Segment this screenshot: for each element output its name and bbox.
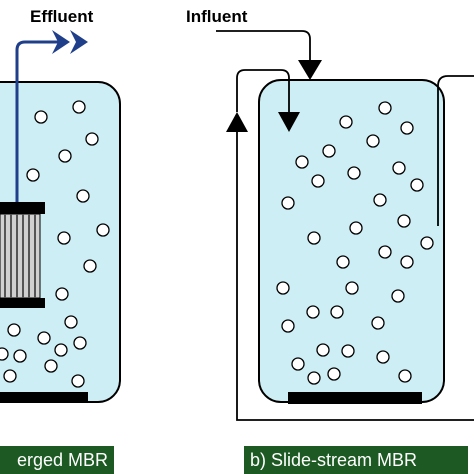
bubble-icon	[276, 281, 290, 295]
effluent-label: Effluent	[30, 7, 94, 26]
bubble-icon	[291, 357, 305, 371]
bubbles-b	[276, 101, 434, 385]
bubble-icon	[281, 319, 295, 333]
bubble-icon	[397, 214, 411, 228]
bubble-icon	[391, 289, 405, 303]
bubble-icon	[85, 132, 99, 146]
bubble-icon	[376, 350, 390, 364]
bubble-icon	[316, 343, 330, 357]
bubble-icon	[44, 359, 58, 373]
bubble-icon	[371, 316, 385, 330]
bubble-icon	[322, 144, 336, 158]
recirculation-inlet-pipe	[236, 69, 290, 112]
bubble-icon	[330, 305, 344, 319]
bubble-icon	[373, 193, 387, 207]
bubble-icon	[366, 134, 380, 148]
bubble-icon	[96, 223, 110, 237]
bubble-icon	[71, 374, 85, 388]
bubble-icon	[37, 331, 51, 345]
bubble-icon	[307, 231, 321, 245]
bubble-icon	[26, 168, 40, 182]
aerator-b-icon	[288, 392, 422, 404]
bubble-icon	[311, 174, 325, 188]
bubbles-a	[0, 100, 110, 388]
membrane-module-icon	[0, 202, 45, 308]
bubble-icon	[83, 259, 97, 273]
withdrawal-pipe	[437, 75, 474, 226]
bubble-icon	[392, 161, 406, 175]
influent-pipe	[216, 30, 311, 62]
bubble-icon	[378, 101, 392, 115]
bubble-icon	[7, 323, 21, 337]
bubble-icon	[34, 110, 48, 124]
bubble-icon	[336, 255, 350, 269]
bubble-icon	[420, 236, 434, 250]
bubble-icon	[349, 221, 363, 235]
bubble-icon	[72, 100, 86, 114]
bubble-icon	[55, 287, 69, 301]
tank-a: Effluent	[0, 7, 121, 403]
bubble-icon	[339, 115, 353, 129]
bubble-icon	[341, 344, 355, 358]
bubble-icon	[295, 155, 309, 169]
recirculation-loop-pipe	[236, 132, 474, 421]
recirculation-up-arrow-icon	[226, 112, 248, 132]
recirculation-inlet-arrow-icon	[278, 112, 300, 132]
effluent-pipe	[15, 40, 60, 202]
bubble-icon	[3, 369, 17, 383]
bubble-icon	[347, 166, 361, 180]
bubble-icon	[327, 367, 341, 381]
bubble-icon	[398, 369, 412, 383]
bubble-icon	[400, 255, 414, 269]
bubble-icon	[410, 178, 424, 192]
bubble-icon	[58, 149, 72, 163]
bubble-icon	[57, 231, 71, 245]
bubble-icon	[54, 343, 68, 357]
influent-label: Influent	[186, 7, 248, 26]
bubble-icon	[13, 349, 27, 363]
influent-arrow-icon	[298, 60, 322, 80]
bubble-icon	[0, 347, 9, 361]
bubble-icon	[400, 121, 414, 135]
aerator-a-icon	[0, 392, 88, 402]
caption-side-stream-mbr: b) Slide-stream MBR	[244, 446, 468, 474]
bubble-icon	[306, 305, 320, 319]
bubble-icon	[307, 371, 321, 385]
bubble-icon	[281, 196, 295, 210]
bubble-icon	[345, 281, 359, 295]
effluent-arrow-icon	[52, 30, 88, 54]
caption-submerged-mbr: erged MBR	[0, 446, 114, 474]
bubble-icon	[76, 189, 90, 203]
bubble-icon	[378, 245, 392, 259]
bubble-icon	[73, 336, 87, 350]
tank-b: Influent	[186, 7, 474, 421]
bubble-icon	[64, 315, 78, 329]
